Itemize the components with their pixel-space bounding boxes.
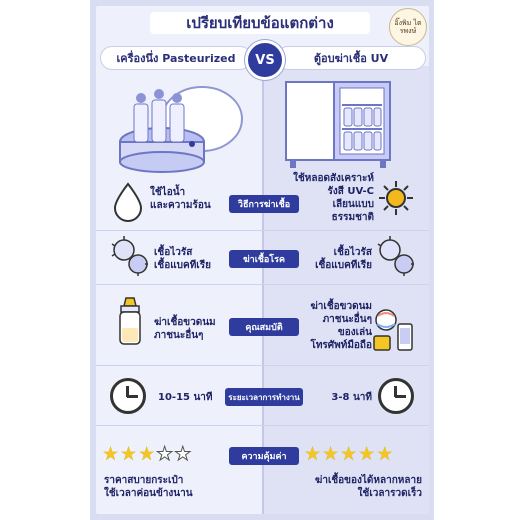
category-pill-duration: ระยะเวลาการทำงาน	[225, 388, 303, 406]
star-filled-icon: ★	[138, 443, 156, 465]
text-line: โทรศัพท์มือถือ	[310, 340, 372, 351]
row2-right-text: เชื้อไวรัส เชื้อแบคทีเรีย	[290, 246, 372, 272]
star-filled-icon: ★	[304, 443, 322, 465]
logo-text: อิ๊งพิม ไตรพงษ์	[394, 19, 422, 35]
right-header: ตู้อบฆ่าเชื้อ UV	[276, 46, 426, 70]
left-header: เครื่องนึ่ง Pasteurized	[100, 46, 252, 70]
clock-icon	[110, 378, 146, 414]
text-line: ฆ่าเชื้อขวดนม	[310, 301, 372, 312]
text-line: ภาชนะอื่นๆ	[154, 330, 204, 341]
text-line: ราคาสบายกระเป๋า	[104, 475, 184, 486]
category-pill-germs: ฆ่าเชื้อโรค	[229, 250, 299, 268]
category-pill-method: วิธีการฆ่าเชื้อ	[229, 195, 299, 213]
text-line: ภาชนะอื่นๆ	[322, 314, 372, 325]
row3-right-text: ฆ่าเชื้อขวดนม ภาชนะอื่นๆ ของเล่น โทรศัพท…	[290, 300, 372, 352]
text-line: ฆ่าเชื้อขวดนม	[154, 317, 216, 328]
row-separator	[96, 365, 429, 366]
vs-badge: VS	[245, 40, 285, 80]
sun-icon	[379, 181, 413, 215]
row1-left-text: ใช้ไอน้ำ และความร้อน	[150, 186, 230, 212]
category-pill-properties: คุณสมบัติ	[229, 318, 299, 336]
row1-right-text: ใช้หลอดสังเคราะห์ รังสี UV-C เลียนแบบ ธร…	[282, 172, 374, 224]
text-line: ใช้เวลาค่อนข้างนาน	[104, 488, 193, 499]
text-line: ใช้เวลารวดเร็ว	[357, 488, 422, 499]
germs-icon	[111, 236, 148, 276]
text-line: ใช้ไอน้ำ	[150, 187, 186, 198]
poster-title: เปรียบเทียบข้อแตกต่าง	[150, 12, 370, 34]
water-drop-icon	[113, 182, 143, 222]
text-line: ธรรมชาติ	[331, 212, 374, 223]
row3-left-text: ฆ่าเชื้อขวดนม ภาชนะอื่นๆ	[154, 316, 234, 342]
baby-bottle-icon	[119, 297, 141, 345]
text-line: เชื้อแบคทีเรีย	[154, 260, 211, 271]
clock-hand	[127, 395, 138, 398]
uv-cabinet-illustration	[285, 81, 391, 168]
toys-phone-icon	[373, 309, 413, 351]
germs-icon	[377, 236, 414, 276]
row-separator	[96, 284, 429, 285]
text-line: เลียนแบบ	[332, 199, 374, 210]
text-line: ฆ่าเชื้อของได้หลากหลาย	[314, 475, 422, 486]
text-line: และความร้อน	[150, 200, 211, 211]
row2-left-text: เชื้อไวรัส เชื้อแบคทีเรีย	[154, 246, 234, 272]
steam-sterilizer-illustration	[119, 86, 243, 173]
star-filled-icon: ★	[102, 443, 120, 465]
row5-right-text: ฆ่าเชื้อของได้หลากหลาย ใช้เวลารวดเร็ว	[290, 474, 422, 500]
text-line: รังสี UV-C	[327, 186, 374, 197]
row4-left-text: 10-15 นาที	[158, 391, 238, 404]
category-pill-value: ความคุ้มค่า	[229, 447, 299, 465]
row4-right-text: 3-8 นาที	[300, 391, 372, 404]
center-divider	[262, 66, 264, 514]
clock-hand	[395, 395, 406, 398]
star-filled-icon: ★	[376, 443, 394, 465]
text-line: 3-8 นาที	[331, 392, 372, 403]
clock-hand	[394, 386, 397, 397]
text-line: 10-15 นาที	[158, 392, 213, 403]
clock-hand	[126, 386, 129, 397]
row-separator	[96, 230, 429, 231]
text-line: ใช้หลอดสังเคราะห์	[293, 173, 374, 184]
star-filled-icon: ★	[358, 443, 376, 465]
star-empty-icon: ★	[156, 443, 174, 465]
row-separator	[96, 425, 429, 426]
row5-left-text: ราคาสบายกระเป๋า ใช้เวลาค่อนข้างนาน	[104, 474, 234, 500]
brand-logo: อิ๊งพิม ไตรพงษ์	[389, 8, 427, 46]
text-line: เชื้อแบคทีเรีย	[315, 260, 372, 271]
star-filled-icon: ★	[340, 443, 358, 465]
star-filled-icon: ★	[120, 443, 138, 465]
text-line: เชื้อไวรัส	[333, 247, 372, 258]
star-empty-icon: ★	[174, 443, 192, 465]
right-rating: ★★★★★	[304, 444, 428, 464]
star-filled-icon: ★	[322, 443, 340, 465]
text-line: เชื้อไวรัส	[154, 247, 193, 258]
clock-icon	[378, 378, 414, 414]
left-rating: ★★★★★	[102, 443, 224, 465]
text-line: ของเล่น	[337, 327, 372, 338]
